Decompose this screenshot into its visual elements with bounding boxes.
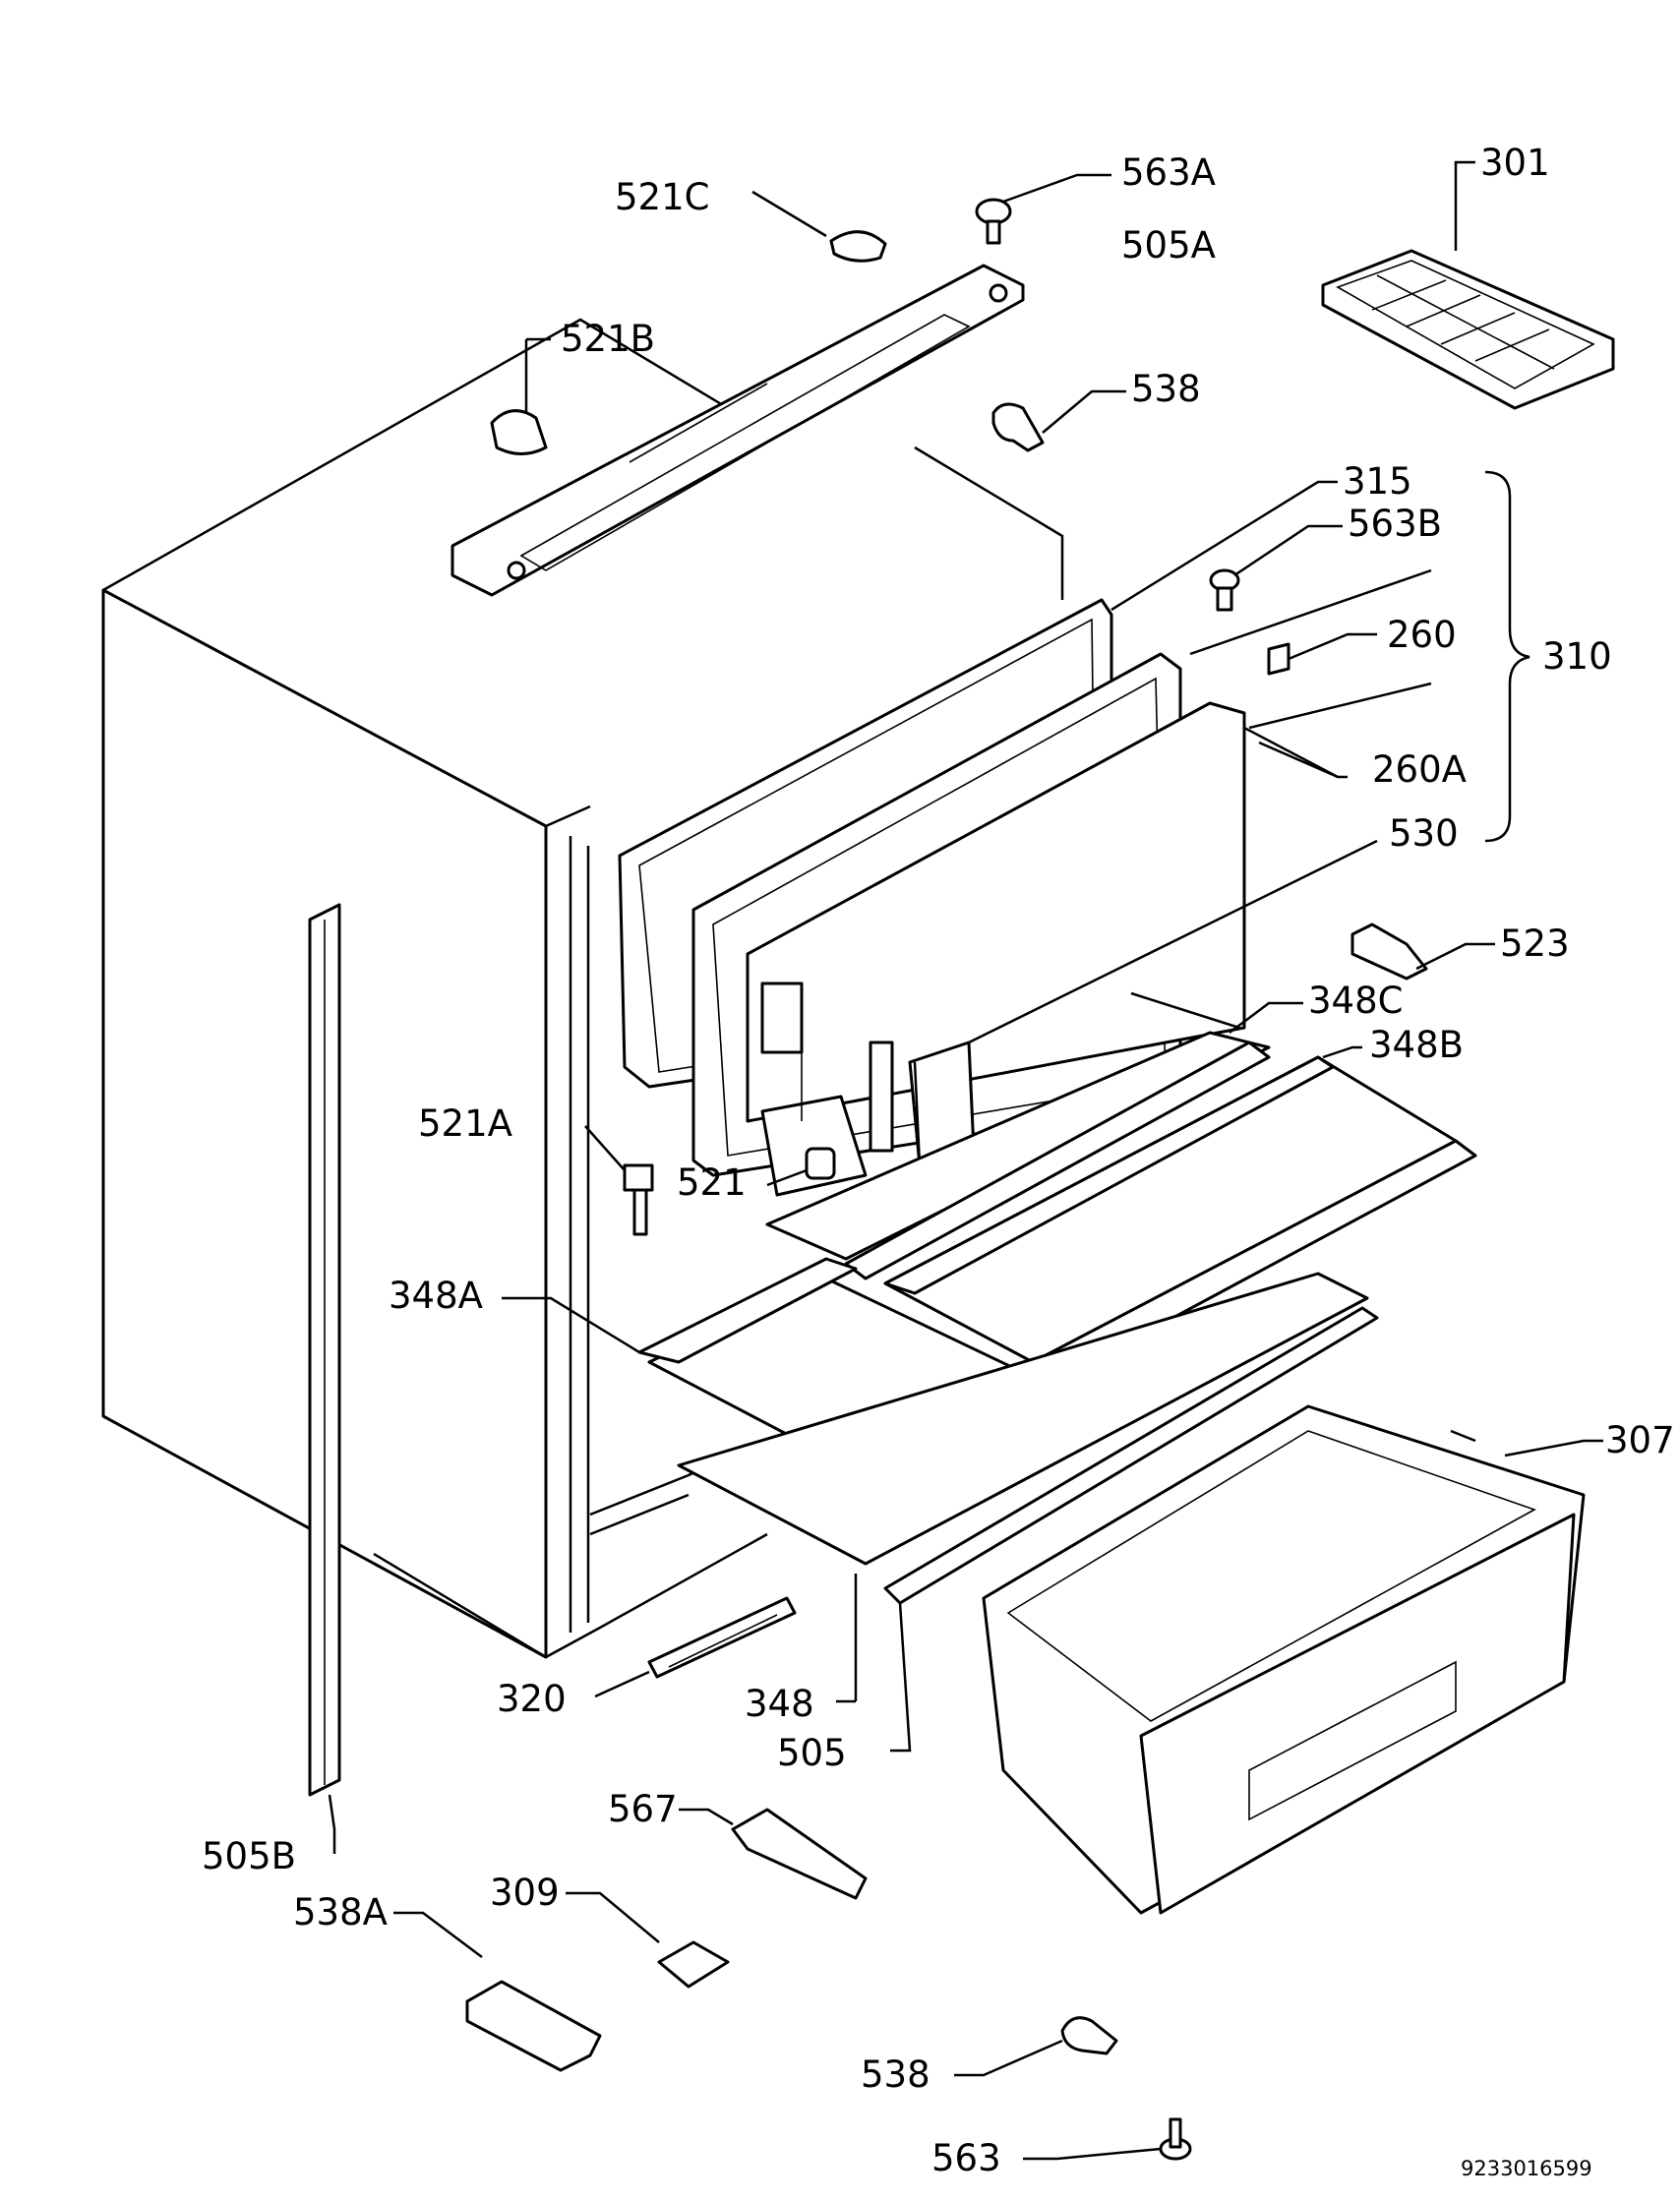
- label-521b: 521B: [561, 318, 655, 360]
- label-260a: 260A: [1372, 748, 1467, 791]
- part-309-cover: [566, 1891, 730, 1989]
- part-260a-door-panel: [746, 701, 1246, 1197]
- part-260-clip: [1267, 632, 1377, 676]
- part-563a-screw: [975, 173, 1111, 245]
- label-538a: 538A: [293, 1891, 388, 1933]
- label-348c: 348C: [1308, 980, 1403, 1022]
- label-307: 307: [1605, 1419, 1675, 1461]
- part-307-crisper: [982, 1404, 1603, 1915]
- part-505-strip: [883, 1306, 1379, 1753]
- part-348b-shelf: [883, 1045, 1477, 1374]
- label-563b: 563B: [1348, 503, 1442, 545]
- label-309: 309: [490, 1872, 560, 1914]
- label-310: 310: [1542, 635, 1612, 678]
- label-320: 320: [497, 1678, 567, 1720]
- part-521b-cap: [490, 337, 551, 455]
- label-563: 563: [931, 2137, 1001, 2179]
- label-521a: 521A: [418, 1102, 512, 1145]
- label-348b: 348B: [1369, 1024, 1464, 1066]
- label-523: 523: [1500, 922, 1570, 965]
- part-538-hinge-bottom: [954, 2016, 1118, 2077]
- part-563b-clip: [1209, 524, 1343, 612]
- part-348c-shelf: [765, 991, 1303, 1280]
- part-563-screw: [1023, 2117, 1192, 2161]
- part-348-glass: [677, 1272, 1369, 1703]
- label-538-bottom: 538: [861, 2053, 930, 2096]
- part-521-stopper: [766, 1147, 836, 1187]
- label-315: 315: [1343, 460, 1412, 503]
- label-260: 260: [1387, 614, 1457, 656]
- label-521c: 521C: [615, 176, 709, 218]
- part-301-ice-tray: [1321, 160, 1615, 410]
- part-521c-cap: [751, 190, 887, 263]
- label-530: 530: [1389, 812, 1459, 855]
- label-505: 505: [777, 1732, 847, 1774]
- label-348a: 348A: [389, 1275, 483, 1317]
- label-505b: 505B: [202, 1835, 296, 1877]
- label-563a: 563A: [1121, 151, 1216, 194]
- part-505b-trim: [308, 903, 341, 1854]
- label-348: 348: [745, 1683, 814, 1725]
- part-505a-strip: [450, 264, 1025, 597]
- part-523-block: [1350, 922, 1495, 981]
- part-320-vent: [594, 1596, 797, 1698]
- document-reference: 9233016599: [1461, 2157, 1592, 2180]
- part-538-hinge-top: [991, 389, 1126, 452]
- label-538-top: 538: [1131, 368, 1201, 410]
- part-567-plate: [679, 1808, 868, 1900]
- label-301: 301: [1480, 142, 1550, 184]
- label-567: 567: [608, 1788, 678, 1830]
- label-505a: 505A: [1121, 224, 1216, 267]
- part-521a-clip: [584, 1125, 654, 1236]
- label-521: 521: [677, 1161, 747, 1204]
- part-530-handle: [869, 839, 1378, 1167]
- part-538a-hinge: [393, 1911, 602, 2072]
